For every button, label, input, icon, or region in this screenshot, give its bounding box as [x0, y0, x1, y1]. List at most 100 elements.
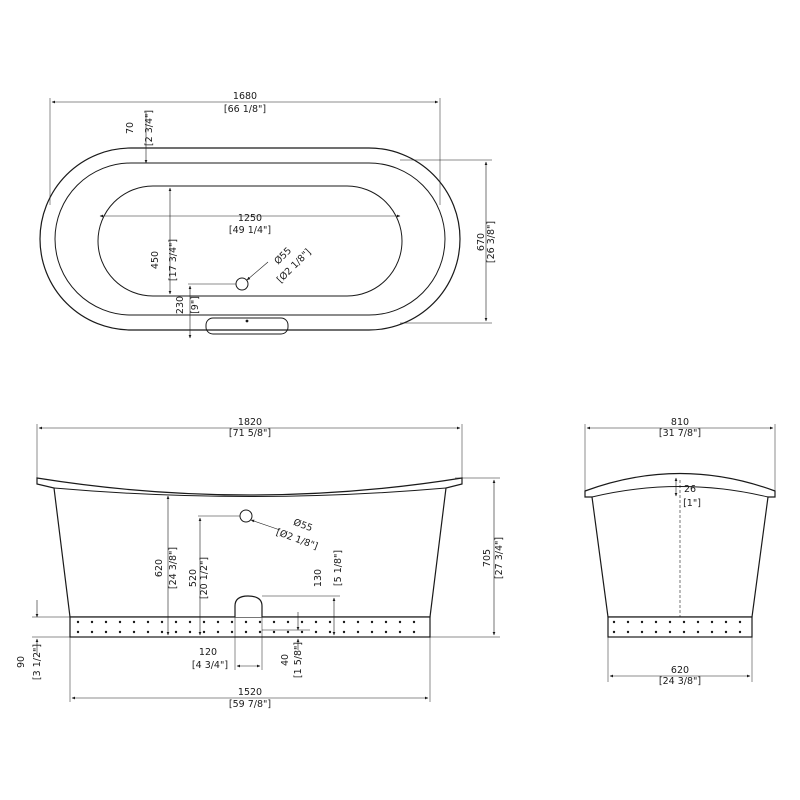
- rivet-dot: [146, 630, 150, 634]
- rivet-dot: [654, 620, 658, 624]
- front-dim-base-length-in: [59 7/8"]: [229, 699, 271, 710]
- rivet-dot: [612, 630, 616, 634]
- rivet-dot: [356, 630, 360, 634]
- rivet-dot: [612, 620, 616, 624]
- front-dim-outlet-width-in: [4 3/4"]: [192, 660, 228, 671]
- rivet-dot: [90, 630, 94, 634]
- rivet-dot: [202, 630, 206, 634]
- rivet-dot: [724, 630, 728, 634]
- front-dim-outlet-base-in: [1 5/8"]: [293, 642, 304, 678]
- dim-overall-width-mm: 670: [476, 233, 487, 251]
- rivet-dot: [384, 630, 388, 634]
- front-base-band: [69, 616, 431, 638]
- rivet-dot: [174, 630, 178, 634]
- rivet-dot: [90, 620, 94, 624]
- front-dim-overall-length-mm: 1820: [238, 417, 262, 428]
- rivet-dot: [640, 630, 644, 634]
- side-view: 810 [31 7/8"] 26 [1"] 620 [24 3/8"]: [584, 417, 776, 687]
- rivet-dot: [244, 620, 248, 624]
- dim-overall-length-mm: 1680: [233, 91, 257, 102]
- rivet-dot: [328, 630, 332, 634]
- rivet-dot: [710, 630, 714, 634]
- rivet-dot: [384, 620, 388, 624]
- side-dim-overall-width-mm: 810: [671, 417, 689, 428]
- rivet-dot: [244, 630, 248, 634]
- rivet-dot: [412, 620, 416, 624]
- side-dim-base-width-in: [24 3/8"]: [659, 676, 701, 687]
- tub-outer-outline: [39, 147, 461, 331]
- dim-inner-length-mm: 1250: [238, 213, 262, 224]
- front-view: 1820 [71 5/8"] 620 [24 3/8"] Ø55 [Ø2 1/8…: [16, 417, 505, 710]
- rivet-dot: [356, 620, 360, 624]
- side-dim-base-width-mm: 620: [671, 665, 689, 676]
- rivet-dot: [286, 620, 290, 624]
- rivet-dot: [668, 630, 672, 634]
- rivet-dot: [160, 620, 164, 624]
- front-dim-overall-height-mm: 705: [482, 549, 493, 567]
- dim-drain-offset-mm: 230: [175, 296, 186, 314]
- dim-overall-length-in: [66 1/8"]: [224, 104, 266, 115]
- rivet-dot: [258, 620, 262, 624]
- rivet-dot: [272, 630, 276, 634]
- rivet-dot: [230, 630, 234, 634]
- rivet-dot: [626, 620, 630, 624]
- side-dim-rim-thickness-mm: 26: [684, 484, 696, 495]
- rivet-dot: [738, 620, 742, 624]
- outlet-opening: [234, 595, 263, 617]
- rivet-dot: [160, 630, 164, 634]
- rivet-dot: [342, 620, 346, 624]
- side-rivet-row: [612, 620, 742, 634]
- front-dim-overall-height-in: [27 3/4"]: [494, 537, 505, 579]
- rivet-dot: [724, 620, 728, 624]
- rivet-dot: [146, 620, 150, 624]
- rivet-dot: [188, 620, 192, 624]
- rivet-dot: [342, 630, 346, 634]
- rivet-dot: [118, 630, 122, 634]
- rivet-dot: [738, 630, 742, 634]
- rivet-dot: [412, 630, 416, 634]
- top-view: 1680 [66 1/8"] 70 [2 3/4"] 1250 [49 1/4"…: [39, 91, 497, 339]
- rivet-dot: [76, 630, 80, 634]
- front-dim-overflow-height-mm: 620: [154, 559, 165, 577]
- rivet-dot: [132, 620, 136, 624]
- dim-rim-width-in: [2 3/4"]: [144, 110, 155, 146]
- rivet-dot: [654, 630, 658, 634]
- rivet-dot: [76, 620, 80, 624]
- dim-inner-width-mm: 450: [150, 251, 161, 269]
- dim-overall-width-in: [26 3/8"]: [486, 221, 497, 263]
- rivet-dot: [398, 630, 402, 634]
- rivet-dot: [300, 620, 304, 624]
- front-dim-overall-length-in: [71 5/8"]: [229, 428, 271, 439]
- rivet-dot: [710, 620, 714, 624]
- rivet-dot: [696, 630, 700, 634]
- front-dim-overflow-center-mm: 520: [188, 569, 199, 587]
- rivet-dot: [216, 630, 220, 634]
- rivet-dot: [188, 630, 192, 634]
- rivet-dot: [272, 620, 276, 624]
- rivet-dot: [314, 630, 318, 634]
- dim-rim-width-mm: 70: [125, 122, 136, 134]
- tub-basin-outline: [97, 185, 403, 297]
- top-overflow-dot: [245, 319, 249, 323]
- dim-inner-length-in: [49 1/4"]: [229, 225, 271, 236]
- rivet-dot: [104, 630, 108, 634]
- rivet-dot: [202, 620, 206, 624]
- side-base-band: [607, 616, 753, 638]
- front-dim-outlet-base-mm: 40: [280, 654, 291, 666]
- rivet-dot: [370, 620, 374, 624]
- rivet-dot: [132, 630, 136, 634]
- dim-inner-width-in: [17 3/4"]: [168, 239, 179, 281]
- rivet-dot: [398, 620, 402, 624]
- front-dim-base-height-in: [3 1/2"]: [32, 644, 43, 680]
- front-dim-overflow-height-in: [24 3/8"]: [168, 547, 179, 589]
- rivet-dot: [300, 630, 304, 634]
- dim-drain-offset-in: [9"]: [190, 296, 201, 314]
- front-dim-overflow-center-in: [20 1/2"]: [199, 557, 210, 599]
- side-dim-overall-width-in: [31 7/8"]: [659, 428, 701, 439]
- rivet-dot: [682, 630, 686, 634]
- rivet-dot: [118, 620, 122, 624]
- overflow-slot: [205, 317, 289, 335]
- rivet-dot: [104, 620, 108, 624]
- base-rivet-row: [76, 620, 416, 634]
